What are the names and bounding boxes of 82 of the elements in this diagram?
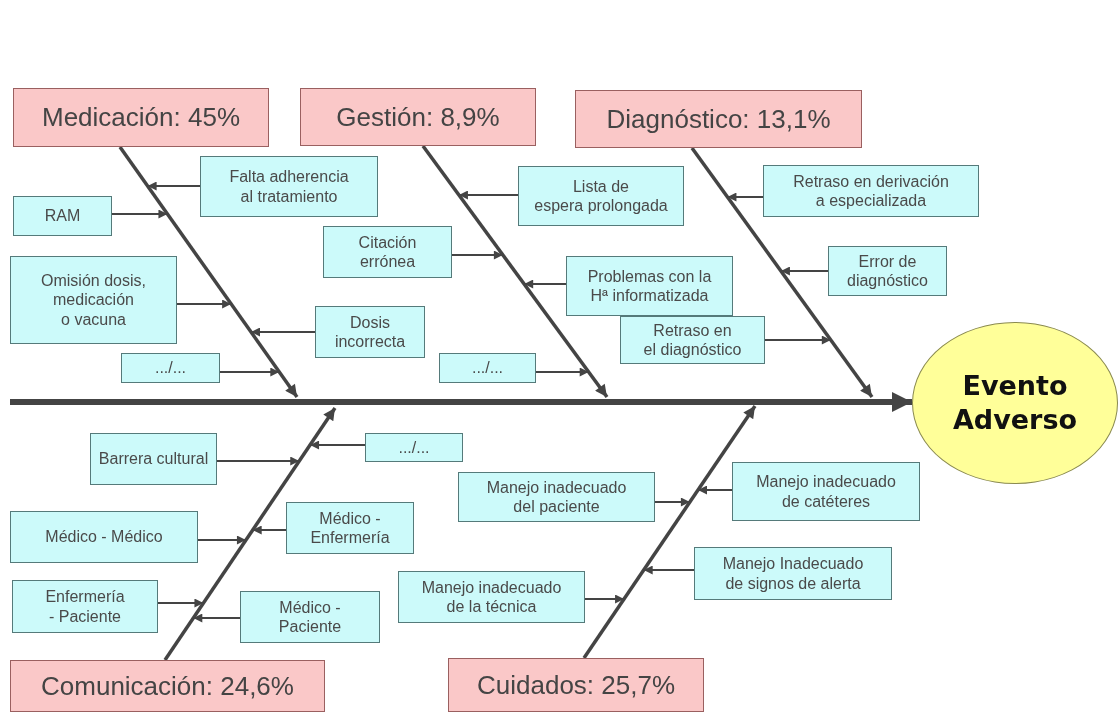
cause-label: Dosis incorrecta <box>333 312 407 352</box>
cause-label: .../... <box>154 358 187 378</box>
cause-box <box>10 511 198 563</box>
category-box <box>300 88 536 146</box>
cause-box <box>121 353 220 383</box>
arrow <box>585 594 625 604</box>
arrow <box>112 209 168 219</box>
category-box <box>13 88 269 147</box>
bone-arrow <box>421 144 609 399</box>
arrow <box>217 456 300 466</box>
cause-box <box>763 165 979 217</box>
cause-label: Retraso en el diagnóstico <box>642 320 743 360</box>
cause-box <box>12 580 158 633</box>
cause-box <box>10 256 177 344</box>
arrow <box>458 190 518 200</box>
arrow <box>177 299 232 309</box>
cause-box <box>90 433 217 485</box>
arrow <box>193 613 240 623</box>
cause-box <box>240 591 380 643</box>
cause-box <box>458 472 655 522</box>
cause-box <box>828 246 947 296</box>
arrow <box>643 565 694 575</box>
arrow <box>251 327 315 337</box>
arrow <box>310 440 365 450</box>
cause-box <box>566 256 733 316</box>
arrow <box>727 192 763 202</box>
category-box <box>448 658 704 712</box>
category-box <box>575 90 862 148</box>
cause-box <box>365 433 463 462</box>
cause-box <box>323 226 452 278</box>
cause-label: Retraso en derivación a especializada <box>792 171 950 211</box>
cause-label: Enfermería - Paciente <box>44 587 126 626</box>
arrow <box>220 367 280 377</box>
cause-label: Falta adherencia al tratamiento <box>228 167 350 206</box>
cause-label: Omisión dosis, medicación o vacuna <box>40 271 147 329</box>
cause-box <box>286 502 414 554</box>
cause-label: RAM <box>44 206 81 226</box>
arrow <box>158 598 204 608</box>
cause-label: Médico - Paciente <box>277 597 343 637</box>
category-label: Medicación: 45% <box>42 102 240 133</box>
bone-arrow <box>163 407 337 661</box>
cause-box <box>694 547 892 600</box>
cause-box <box>200 156 378 217</box>
arrow <box>698 485 732 495</box>
arrow <box>452 250 503 260</box>
cause-label: Manejo inadecuado de catéteres <box>755 472 897 511</box>
arrow <box>780 266 828 276</box>
cause-label: Manejo inadecuado de la técnica <box>420 577 563 617</box>
cause-label: Barrera cultural <box>98 449 209 469</box>
cause-label: Lista de espera prolongada <box>533 176 669 216</box>
category-label: Cuidados: 25,7% <box>477 669 675 701</box>
bone-arrow <box>118 146 299 398</box>
category-label: Diagnóstico: 13,1% <box>606 103 831 135</box>
cause-label: Error de diagnóstico <box>846 251 929 291</box>
category-box <box>10 660 325 712</box>
cause-label: Manejo Inadecuado de signos de alerta <box>721 554 865 593</box>
cause-box <box>620 316 765 364</box>
cause-label: .../... <box>398 437 430 458</box>
cause-box <box>518 166 684 226</box>
cause-label: Médico - Enfermería <box>309 508 391 548</box>
cause-box <box>315 306 425 358</box>
category-label: Gestión: 8,9% <box>336 101 500 133</box>
bone-arrow <box>582 405 757 659</box>
cause-label: Citación errónea <box>357 232 418 272</box>
arrow <box>147 181 200 191</box>
cause-box <box>13 196 112 236</box>
arrow <box>765 335 831 345</box>
arrow <box>655 497 690 507</box>
cause-label: Médico - Médico <box>45 527 163 547</box>
cause-label: Manejo inadecuado del paciente <box>485 477 628 517</box>
cause-box <box>732 462 920 521</box>
effect-label: Evento Adverso <box>951 369 1079 437</box>
bone-arrow <box>690 146 874 399</box>
arrow <box>198 535 246 545</box>
cause-label: .../... <box>471 358 504 378</box>
cause-box <box>439 353 536 383</box>
category-label: Comunicación: 24,6% <box>41 670 294 702</box>
arrow <box>524 279 566 289</box>
arrow <box>252 525 286 535</box>
cause-box <box>398 571 585 623</box>
arrow <box>536 367 589 377</box>
cause-label: Problemas con la Hª informatizada <box>586 266 713 306</box>
